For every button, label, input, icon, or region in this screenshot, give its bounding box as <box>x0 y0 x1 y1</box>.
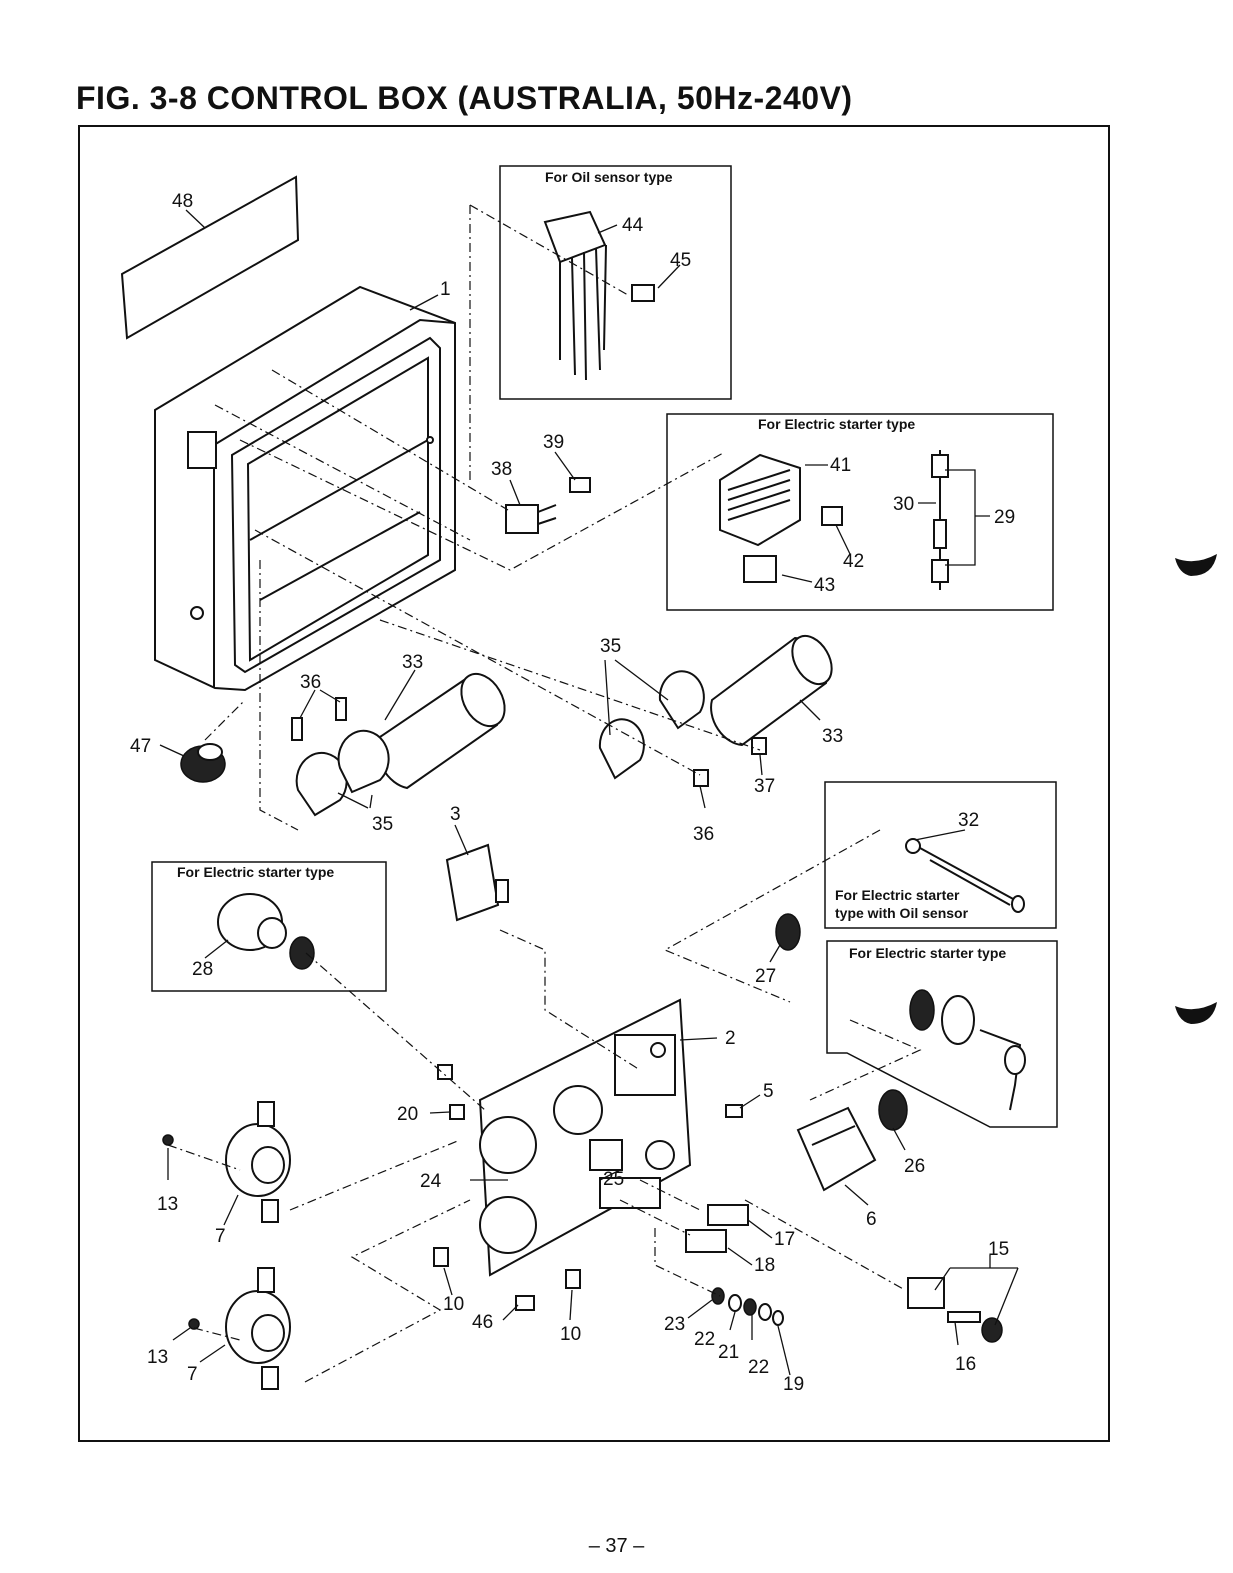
inset-title: For Electric starter type <box>849 945 1006 961</box>
callout-15: 15 <box>988 1239 1009 1260</box>
inset-title: For Oil sensor type <box>545 169 673 185</box>
callout-21: 21 <box>718 1342 739 1363</box>
callout-28: 28 <box>192 959 213 980</box>
starter-switch <box>217 893 315 970</box>
callout-32: 32 <box>958 810 979 831</box>
callout-7: 7 <box>215 1226 226 1247</box>
callout-29: 29 <box>994 507 1015 528</box>
callout-33: 33 <box>822 726 843 747</box>
fastener <box>162 1064 743 1330</box>
callout-25: 25 <box>603 1169 624 1190</box>
callout-13: 13 <box>157 1194 178 1215</box>
key-switch <box>909 989 1026 1111</box>
callout-5: 5 <box>763 1081 774 1102</box>
page-number: – 37 – <box>588 1535 645 1557</box>
callout-19: 19 <box>783 1374 804 1395</box>
control-box-housing <box>154 285 456 692</box>
circuit-breaker <box>445 843 509 922</box>
inset-title: type with Oil sensor <box>835 905 969 921</box>
power-outlet <box>225 1101 291 1223</box>
callout-22: 22 <box>694 1329 715 1350</box>
callout-36: 36 <box>693 824 714 845</box>
inset-oil-sensor: For Oil sensor type <box>499 165 732 400</box>
callout-36: 36 <box>300 672 321 693</box>
callout-38: 38 <box>491 459 512 480</box>
capacitor-right <box>710 634 833 747</box>
fuse-holder <box>931 450 990 590</box>
callout-18: 18 <box>754 1255 775 1276</box>
power-outlet <box>225 1267 291 1390</box>
callout-10: 10 <box>560 1324 581 1345</box>
callout-47: 47 <box>130 736 151 757</box>
callout-41: 41 <box>830 455 851 476</box>
capacitor-left <box>376 672 506 790</box>
callout-7: 7 <box>187 1364 198 1385</box>
page-title: FIG. 3-8 CONTROL BOX (AUSTRALIA, 50Hz-24… <box>76 80 853 116</box>
callout-24: 24 <box>420 1171 442 1192</box>
terminal-post <box>685 1204 1003 1343</box>
callouts: 48 1 44 45 39 38 41 42 43 30 29 33 35 36… <box>130 191 1015 1395</box>
callout-20: 20 <box>397 1104 418 1125</box>
inset-electric-starter-key: For Electric starter type <box>826 940 1058 1128</box>
callout-6: 6 <box>866 1209 877 1230</box>
callout-42: 42 <box>843 551 864 572</box>
inset-electric-starter-regulator: For Electric starter type <box>666 413 1054 611</box>
callout-1: 1 <box>440 279 451 300</box>
callout-39: 39 <box>543 432 564 453</box>
callout-23: 23 <box>664 1314 685 1335</box>
grommet-bushing <box>180 743 226 783</box>
callout-46: 46 <box>472 1312 493 1333</box>
edge-mark <box>1175 1002 1217 1024</box>
assembly-lines <box>167 204 922 1383</box>
callout-30: 30 <box>893 494 914 515</box>
callout-45: 45 <box>670 250 691 271</box>
callout-3: 3 <box>450 804 461 825</box>
dust-cap <box>775 913 908 1131</box>
oil-sensor-unit <box>543 210 655 381</box>
callout-48: 48 <box>172 191 193 212</box>
diagram-frame <box>78 125 1110 1442</box>
callout-16: 16 <box>955 1354 976 1375</box>
voltmeter <box>796 1106 877 1192</box>
inset-title: For Electric starter <box>835 887 960 903</box>
terminal-block <box>505 504 557 534</box>
capacitor-clamp <box>295 670 705 817</box>
leader-lines <box>159 209 1019 1376</box>
regulator <box>719 453 843 583</box>
label-plate <box>120 175 300 340</box>
callout-33: 33 <box>402 652 423 673</box>
control-panel <box>478 998 692 1277</box>
callout-43: 43 <box>814 575 835 596</box>
callout-35: 35 <box>372 814 393 835</box>
inset-title: For Electric starter type <box>177 864 334 880</box>
inset-electric-starter-switch: For Electric starter type <box>151 861 387 992</box>
callout-17: 17 <box>774 1229 795 1250</box>
washer-set <box>711 1287 784 1326</box>
inset-title: For Electric starter type <box>758 416 915 432</box>
callout-37: 37 <box>754 776 775 797</box>
callout-26: 26 <box>904 1156 925 1177</box>
screw <box>291 477 767 787</box>
wiring-harness <box>905 838 1025 913</box>
callout-44: 44 <box>622 215 644 236</box>
inset-electric-starter-oil-sensor: For Electric starter type with Oil senso… <box>824 781 1057 929</box>
callout-2: 2 <box>725 1028 736 1049</box>
callout-10: 10 <box>443 1294 464 1315</box>
callout-35: 35 <box>600 636 621 657</box>
callout-27: 27 <box>755 966 776 987</box>
edge-mark <box>1175 554 1217 576</box>
callout-13: 13 <box>147 1347 168 1368</box>
callout-22: 22 <box>748 1357 769 1378</box>
